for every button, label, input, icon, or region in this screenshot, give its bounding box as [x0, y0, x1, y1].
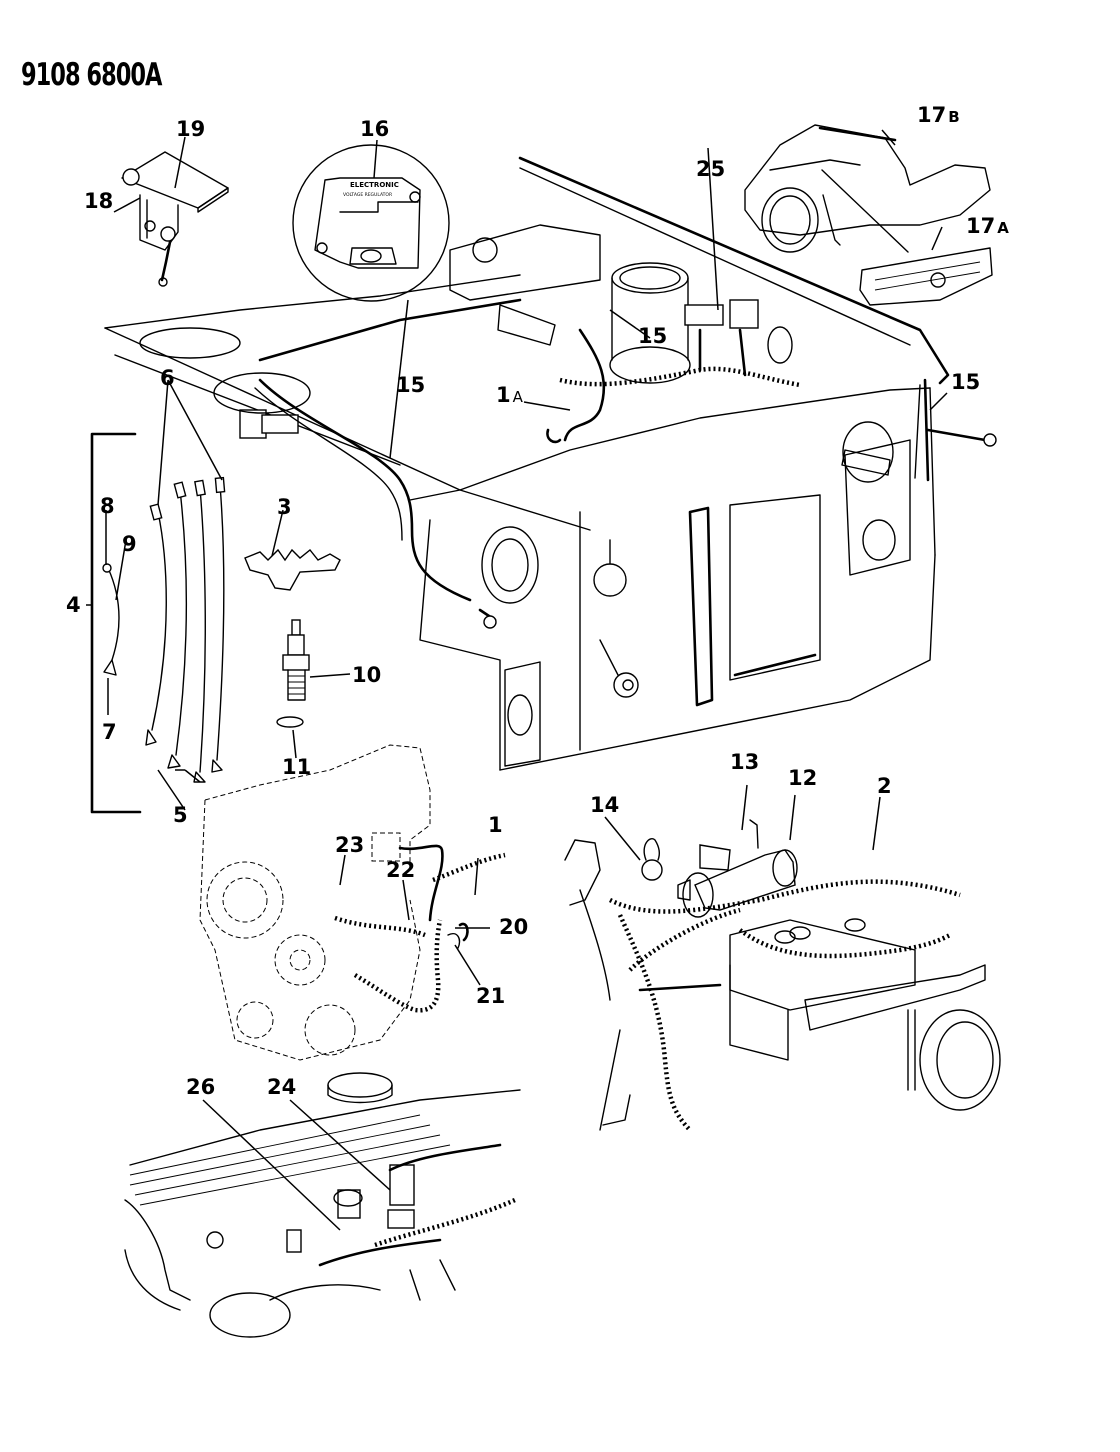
wire-separator-drawing — [244, 548, 341, 591]
callout-25: 25 — [696, 157, 726, 181]
callout-8: 8 — [100, 494, 115, 518]
engine-compartment-drawing — [104, 156, 997, 771]
regulator-label-line1: ELECTRONIC — [350, 181, 399, 189]
fuel-injector-drawing — [124, 1072, 521, 1338]
callout-15-left: 15 — [396, 373, 426, 397]
callout-5: 5 — [173, 803, 188, 827]
callout-1: 1 — [488, 813, 503, 837]
leader-lines — [86, 129, 948, 1231]
front-engine-drawing — [199, 744, 506, 1061]
relay-bracket-drawing — [121, 151, 229, 287]
ignition-wire-set-drawing — [90, 432, 226, 814]
callout-2: 2 — [877, 774, 892, 798]
callout-14: 14 — [590, 793, 620, 817]
callout-21: 21 — [476, 984, 506, 1008]
callout-15-right: 15 — [951, 370, 981, 394]
callout-7: 7 — [102, 720, 117, 744]
callout-11: 11 — [282, 755, 312, 779]
callout-18: 18 — [84, 189, 114, 213]
callout-4: 4 — [66, 593, 81, 617]
callout-24: 24 — [267, 1075, 297, 1099]
connector-inset — [744, 124, 993, 306]
callout-23: 23 — [335, 833, 365, 857]
callout-26: 26 — [186, 1075, 216, 1099]
callout-6: 6 — [160, 366, 175, 390]
callout-13: 13 — [730, 750, 760, 774]
callout-16: 16 — [360, 117, 390, 141]
callout-15-center: 15 — [638, 324, 668, 348]
callout-10: 10 — [352, 663, 382, 687]
regulator-label-line2: VOLTAGE REGULATOR — [343, 192, 392, 198]
callout-22: 22 — [386, 858, 416, 882]
reference-number: 9108 6800A — [21, 56, 162, 93]
ignition-coil-drawing — [564, 819, 1001, 1132]
callout-12: 12 — [788, 766, 818, 790]
spark-plug-drawing — [276, 619, 310, 728]
callout-3: 3 — [277, 495, 292, 519]
callout-9: 9 — [122, 532, 137, 556]
callout-19: 19 — [176, 117, 206, 141]
callout-20: 20 — [499, 915, 529, 939]
voltage-regulator-inset: ELECTRONIC VOLTAGE REGULATOR — [292, 144, 450, 302]
